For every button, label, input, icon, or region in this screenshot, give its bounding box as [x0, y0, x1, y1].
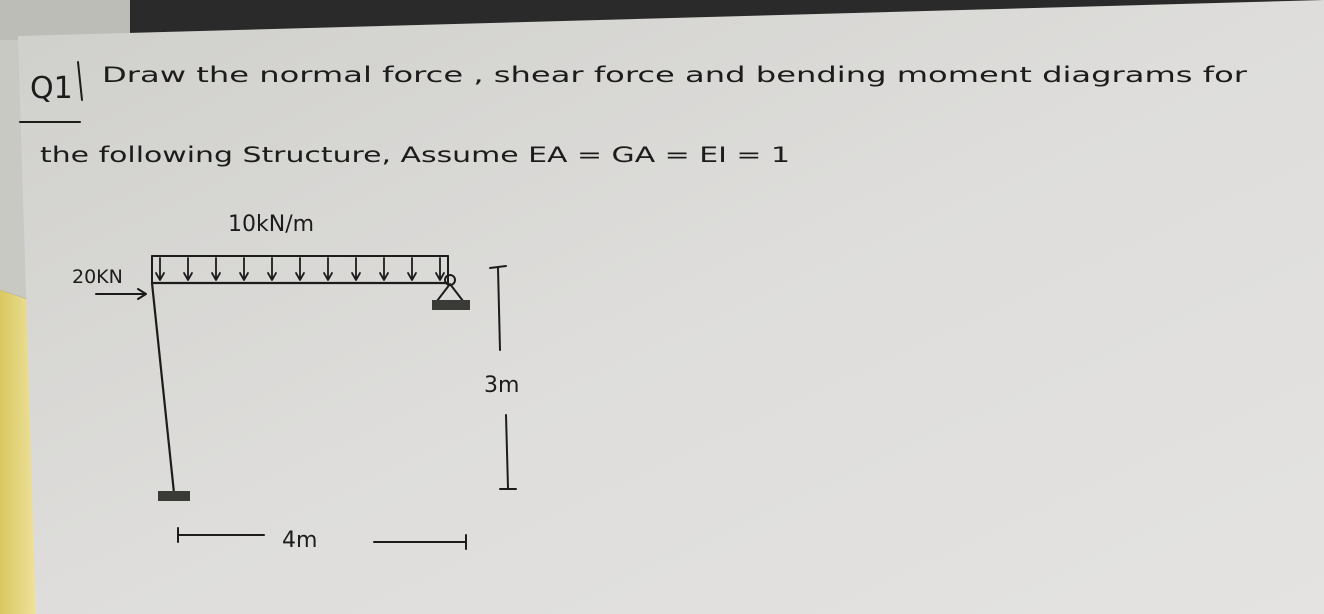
span-dimension-label: 4m: [282, 528, 317, 553]
distributed-load-label: 10kN/m: [228, 212, 314, 237]
point-load-label: 20KN: [72, 266, 123, 288]
question-line-2: the following Structure, Assume EA = GA …: [40, 143, 790, 167]
load-arrow: [239, 257, 249, 281]
load-arrow: [379, 257, 389, 281]
load-arrow: [183, 257, 193, 281]
load-arrow: [323, 257, 333, 281]
load-arrow: [155, 257, 165, 281]
height-dimension-label: 3m: [484, 373, 519, 398]
load-arrow: [351, 257, 361, 281]
fixed-support: [158, 491, 190, 501]
load-arrow: [295, 257, 305, 281]
load-arrow: [211, 257, 221, 281]
question-box-line: [19, 61, 83, 123]
load-arrow: [407, 257, 417, 281]
paper-sheet: [18, 0, 1324, 614]
point-load-arrow: [95, 288, 147, 300]
light-corner: [0, 0, 130, 40]
question-line-1: Draw the normal force , shear force and …: [102, 63, 1248, 87]
span-dimension: [177, 527, 467, 550]
load-arrow: [267, 257, 277, 281]
column: [150, 281, 176, 495]
frame-structure: [150, 255, 470, 501]
load-arrows: [155, 257, 445, 281]
height-dimension: [489, 265, 517, 490]
question-label: Q1: [30, 71, 73, 106]
load-arrow: [435, 257, 445, 281]
pin-support: [432, 274, 470, 310]
